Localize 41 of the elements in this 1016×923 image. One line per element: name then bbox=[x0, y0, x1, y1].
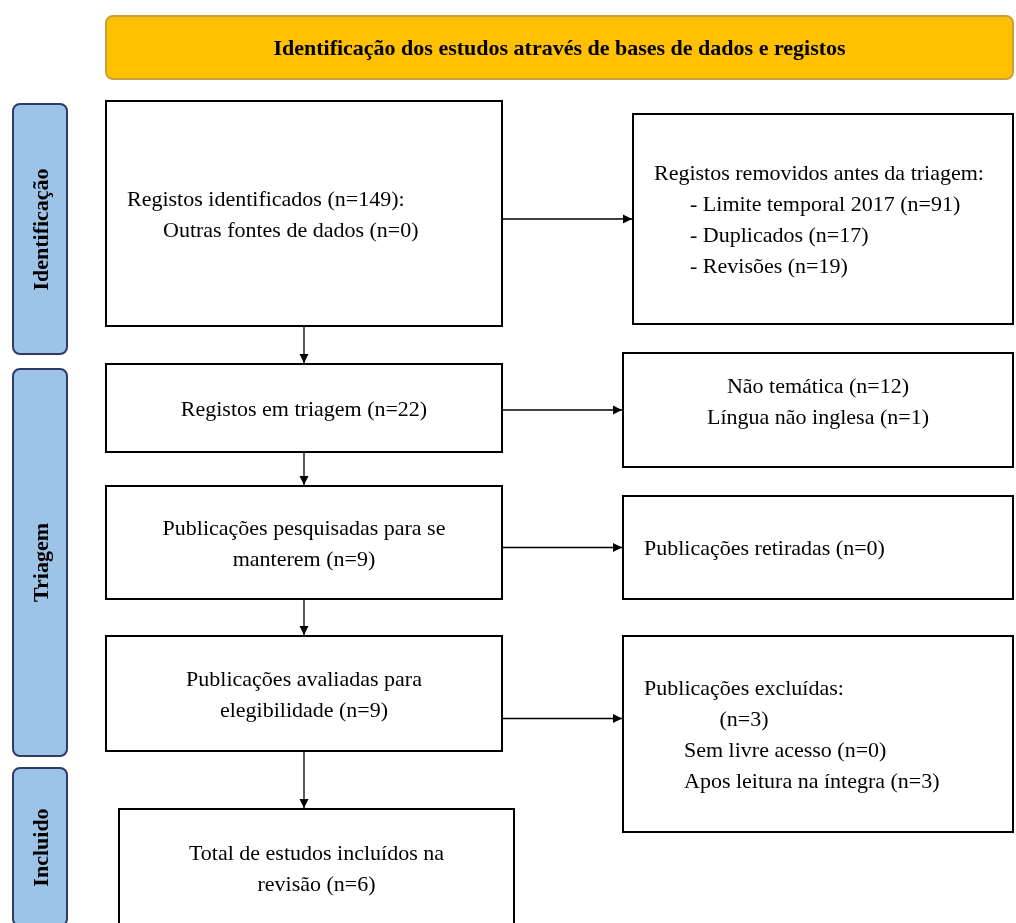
box-text: Registos identificados (n=149): bbox=[127, 184, 406, 213]
box-text: Sem livre acesso (n=0) bbox=[683, 736, 888, 764]
box-text: Identificação dos estudos através de bases de dados e registos bbox=[273, 34, 846, 62]
phase-band bbox=[12, 368, 68, 757]
box-text: Língua não inglesa (n=1) bbox=[707, 403, 929, 431]
arrow bbox=[299, 751, 309, 809]
box-text: Apos leitura na íntegra (n=3) bbox=[683, 767, 941, 795]
arrow bbox=[299, 326, 309, 364]
box-text: Total de estudos incluídos na revisão (n=6) bbox=[187, 839, 446, 898]
box-text: - Revisões (n=19) bbox=[689, 252, 849, 280]
box-text: Registos removidos antes da triagem: bbox=[654, 159, 985, 187]
exclusion-box bbox=[622, 352, 1014, 468]
process-box bbox=[105, 485, 503, 600]
phase-label: Identificação bbox=[26, 167, 54, 291]
exclusion-box bbox=[622, 495, 1014, 600]
arrow bbox=[502, 405, 623, 415]
phase-band bbox=[12, 767, 68, 923]
box-text: Publicações avaliadas para elegibilidade (n=9) bbox=[185, 664, 423, 724]
box-text: - Duplicados (n=17) bbox=[689, 221, 870, 249]
process-box bbox=[105, 363, 503, 453]
phase-label: Incluido bbox=[26, 807, 54, 887]
phase-label: Triagem bbox=[26, 523, 54, 602]
box-text: Não temática (n=12) bbox=[726, 372, 910, 400]
exclusion-box bbox=[622, 635, 1014, 833]
box-text: Registos em triagem (n=22) bbox=[180, 394, 428, 423]
phase-band bbox=[12, 103, 68, 355]
arrow bbox=[502, 542, 623, 553]
exclusion-box bbox=[632, 113, 1014, 325]
box-text: Publicações pesquisadas para se manterem (n=9) bbox=[161, 513, 447, 573]
process-box bbox=[105, 635, 503, 752]
arrow bbox=[502, 713, 623, 724]
arrow bbox=[299, 452, 309, 486]
box-text: Publicações retiradas (n=0) bbox=[644, 534, 886, 562]
arrow bbox=[502, 214, 633, 224]
process-box bbox=[105, 100, 503, 327]
process-box bbox=[118, 808, 515, 923]
box-text: - Limite temporal 2017 (n=91) bbox=[689, 190, 962, 218]
arrow bbox=[299, 599, 309, 636]
header-band bbox=[105, 15, 1014, 80]
box-text: Publicações excluídas: (n=3) bbox=[644, 674, 844, 733]
box-text: Outras fontes de dados (n=0) bbox=[162, 215, 420, 244]
